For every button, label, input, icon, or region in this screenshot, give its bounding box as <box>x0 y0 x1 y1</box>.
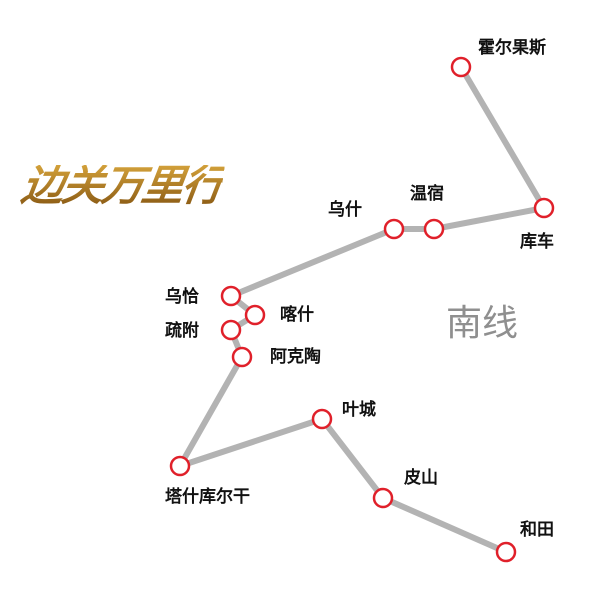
station-label-kashgar: 喀什 <box>280 305 314 325</box>
station-marker-wensu[interactable] <box>423 218 445 240</box>
station-marker-horgos[interactable] <box>450 56 472 78</box>
station-label-hotan: 和田 <box>520 520 554 540</box>
station-marker-shufu[interactable] <box>220 319 242 341</box>
station-marker-kashgar[interactable] <box>244 304 266 326</box>
route-name: 南线 <box>446 303 519 344</box>
station-label-horgos: 霍尔果斯 <box>478 38 546 58</box>
station-label-wushi: 乌什 <box>328 200 362 220</box>
logo-calligraphy: 边关万里行 <box>18 161 226 210</box>
station-marker-wuqia[interactable] <box>220 285 242 307</box>
station-label-yecheng: 叶城 <box>342 400 376 420</box>
station-label-aketao: 阿克陶 <box>270 347 321 367</box>
station-label-kuqa: 库车 <box>520 232 554 252</box>
station-label-wensu: 温宿 <box>410 184 444 204</box>
station-label-tashkurgan: 塔什库尔干 <box>165 487 250 507</box>
route-line <box>177 65 547 555</box>
station-marker-yecheng[interactable] <box>311 408 333 430</box>
station-marker-kuqa[interactable] <box>533 197 555 219</box>
station-label-pishan: 皮山 <box>404 468 438 488</box>
station-label-wuqia: 乌恰 <box>165 287 199 307</box>
station-marker-tashkurgan[interactable] <box>169 455 191 477</box>
station-marker-aketao[interactable] <box>231 346 253 368</box>
station-marker-wushi[interactable] <box>383 218 405 240</box>
station-marker-pishan[interactable] <box>372 487 394 509</box>
station-marker-hotan[interactable] <box>495 541 517 563</box>
station-label-shufu: 疏附 <box>165 321 199 341</box>
